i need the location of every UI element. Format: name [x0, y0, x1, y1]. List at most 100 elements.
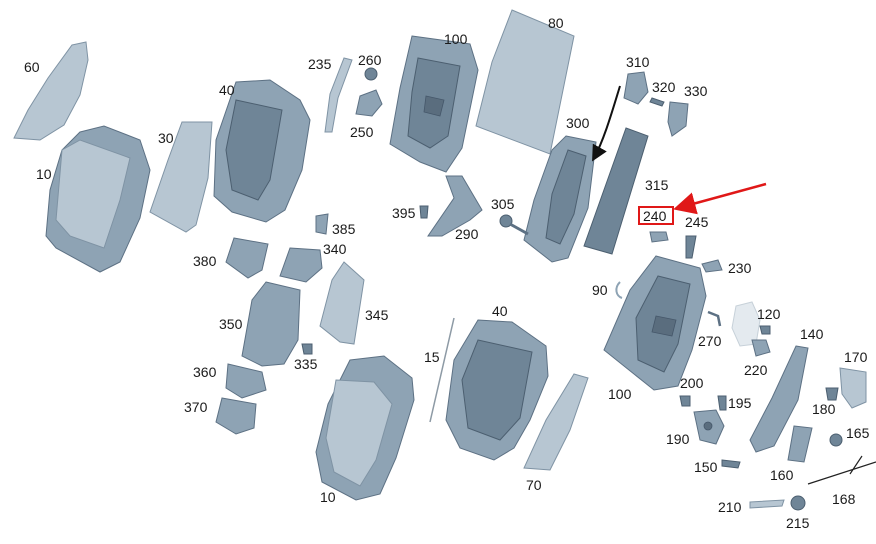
part-ghost-module	[731, 301, 761, 347]
label-200: 200	[680, 375, 704, 391]
part-240-clip	[649, 231, 669, 243]
part-180-pin	[825, 387, 839, 401]
label-335: 335	[294, 356, 318, 372]
label-168: 168	[832, 491, 856, 507]
part-30-panel	[149, 121, 213, 233]
label-270: 270	[698, 333, 722, 349]
part-305-rod	[509, 222, 529, 236]
part-10-cushion-lower-face	[325, 379, 393, 487]
label-140: 140	[800, 326, 824, 342]
arrow-red-pointer	[673, 182, 767, 215]
part-305-knob	[499, 214, 513, 228]
part-220-clip	[751, 339, 771, 357]
part-260-knob	[364, 67, 378, 81]
label-10-upper: 10	[36, 166, 52, 182]
label-315: 315	[645, 177, 669, 193]
label-250: 250	[350, 124, 374, 140]
part-40-backrest-upper-frame	[225, 99, 283, 201]
label-350: 350	[219, 316, 243, 332]
label-340: 340	[323, 241, 347, 257]
part-200-screw	[679, 395, 691, 407]
part-140-rail	[749, 345, 809, 453]
part-235-strip	[324, 57, 353, 133]
part-315-panel	[583, 127, 649, 255]
part-300-frame-inner	[545, 149, 587, 245]
part-168-cable	[807, 455, 876, 485]
label-60: 60	[24, 59, 40, 75]
label-160: 160	[770, 467, 794, 483]
part-90-ring	[615, 281, 623, 299]
part-380-cover	[225, 237, 269, 279]
part-170-bracket	[839, 367, 867, 409]
part-330-clip	[667, 101, 689, 137]
label-230: 230	[728, 260, 752, 276]
part-190-hole	[703, 421, 713, 431]
label-70: 70	[526, 477, 542, 493]
label-260: 260	[358, 52, 382, 68]
part-120-screw	[759, 325, 771, 335]
part-80-panel	[475, 9, 575, 155]
label-180: 180	[812, 401, 836, 417]
label-90: 90	[592, 282, 608, 298]
label-300: 300	[566, 115, 590, 131]
part-345-panel	[319, 261, 365, 345]
part-15-rod	[429, 317, 455, 423]
arrow-black-curved	[592, 85, 621, 162]
label-235: 235	[308, 56, 332, 72]
label-215: 215	[786, 515, 810, 531]
label-380: 380	[193, 253, 217, 269]
part-245-pin	[685, 235, 697, 259]
label-120: 120	[757, 306, 781, 322]
label-330: 330	[684, 83, 708, 99]
part-100-frame-upper-cut	[423, 95, 445, 117]
label-240: 240	[643, 208, 667, 224]
label-100-lower: 100	[608, 386, 632, 402]
label-100-upper: 100	[444, 31, 468, 47]
part-60-side-cover	[13, 41, 89, 141]
label-165: 165	[846, 425, 870, 441]
label-210: 210	[718, 499, 742, 515]
label-290: 290	[455, 226, 479, 242]
label-385: 385	[332, 221, 356, 237]
highlight-box-240	[638, 206, 674, 225]
label-15: 15	[424, 349, 440, 365]
label-345: 345	[365, 307, 389, 323]
part-350-housing	[241, 281, 301, 367]
label-40-upper: 40	[219, 82, 235, 98]
label-320: 320	[652, 79, 676, 95]
part-215-cap	[790, 495, 806, 511]
label-30: 30	[158, 130, 174, 146]
part-270-lever	[707, 310, 722, 327]
label-360: 360	[193, 364, 217, 380]
label-190: 190	[666, 431, 690, 447]
label-305: 305	[491, 196, 515, 212]
part-335-screw	[301, 343, 313, 355]
part-70-trim	[523, 373, 589, 471]
part-230-clip	[701, 259, 723, 273]
part-340-clip	[279, 247, 323, 283]
part-320-screw	[649, 97, 665, 107]
label-80: 80	[548, 15, 564, 31]
label-310: 310	[626, 54, 650, 70]
label-220: 220	[744, 362, 768, 378]
part-165-cap	[829, 433, 843, 447]
part-150-bolt	[721, 459, 741, 469]
part-370-cover	[215, 397, 257, 435]
label-195: 195	[728, 395, 752, 411]
label-150: 150	[694, 459, 718, 475]
part-310-bracket	[623, 71, 649, 105]
part-195-screw	[717, 395, 727, 411]
label-370: 370	[184, 399, 208, 415]
part-360-cover	[225, 363, 267, 399]
part-10-cushion-upper-face	[55, 139, 131, 249]
label-170: 170	[844, 349, 868, 365]
part-160-block	[787, 425, 813, 463]
label-10-lower: 10	[320, 489, 336, 505]
label-395: 395	[392, 205, 416, 221]
part-100-frame-lower-cut	[651, 315, 677, 337]
part-385-clip	[315, 213, 329, 235]
part-290-bracket	[427, 175, 483, 237]
label-40-lower: 40	[492, 303, 508, 319]
